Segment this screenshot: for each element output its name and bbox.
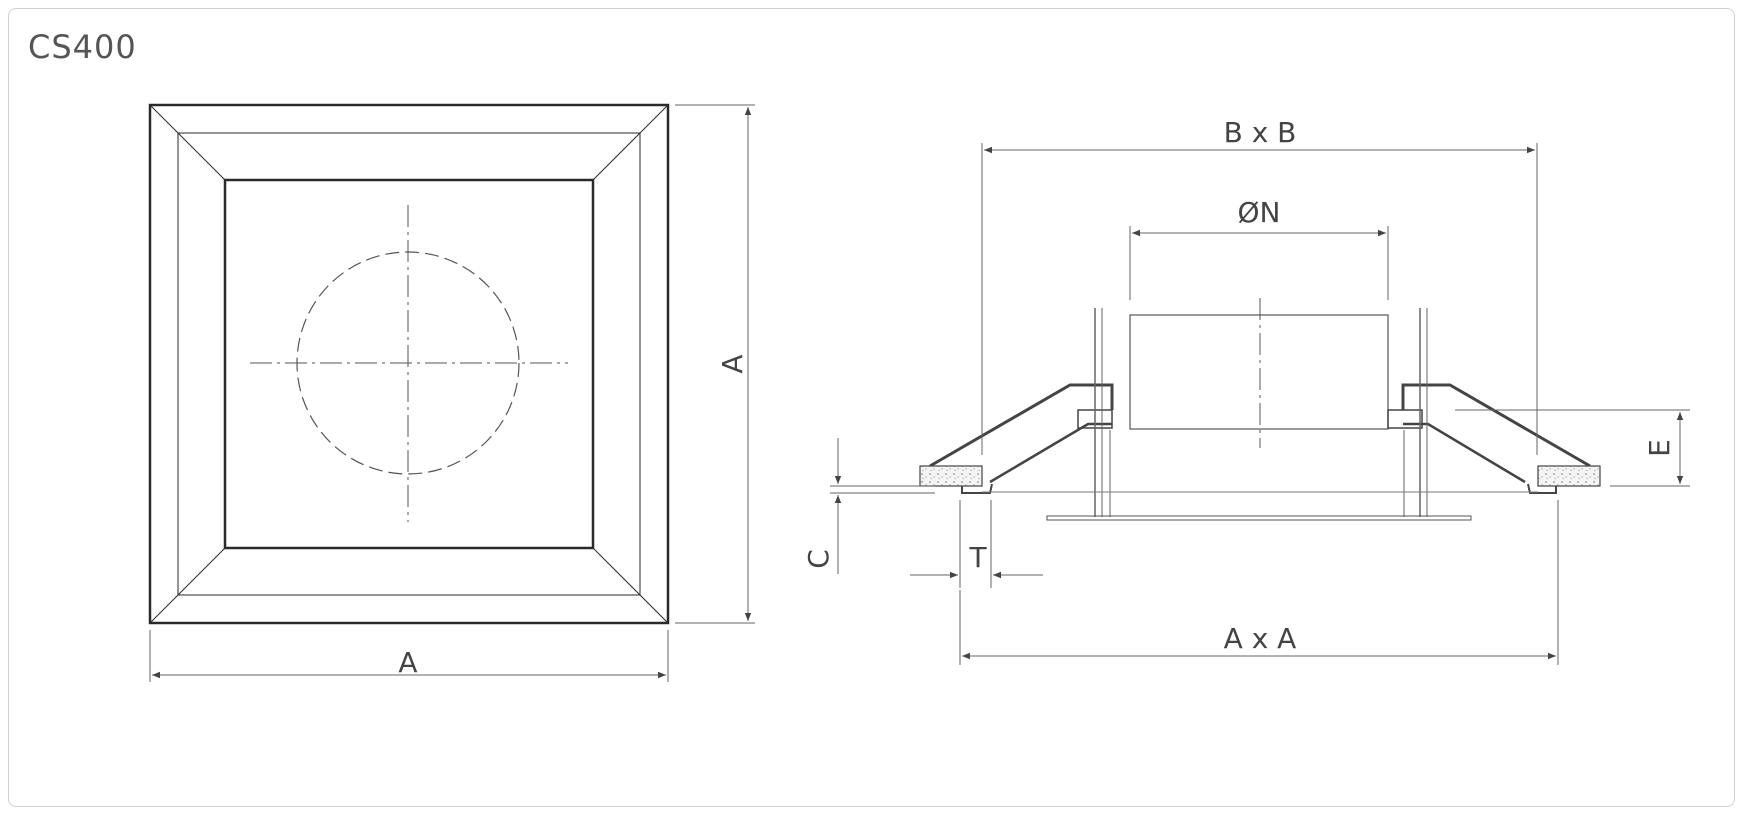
ceiling-tile-right [1537, 465, 1601, 487]
diffuser-cone-right [1403, 422, 1526, 484]
front-width-label: A [398, 646, 417, 679]
section-neck-label: ØN [1238, 196, 1281, 229]
flange-left [961, 483, 993, 494]
outer-frame [148, 103, 670, 625]
corner-line [592, 547, 669, 624]
diffuser-shell-left [929, 383, 1114, 468]
section-height-label: E [1643, 439, 1676, 457]
flange-right [1527, 483, 1557, 494]
section-flange-label: T [968, 541, 987, 574]
corner-line [149, 104, 226, 181]
front-height-label: A [716, 354, 749, 373]
front-view [148, 103, 670, 625]
neck [1129, 314, 1389, 430]
ceiling-tile-left [919, 465, 983, 487]
section-view [919, 298, 1601, 521]
bottom-plate [1046, 515, 1472, 521]
section-ceiling-label: C [802, 549, 835, 569]
section-top-label: B x B [1224, 116, 1297, 149]
corner-line [592, 104, 669, 181]
inner-face [223, 178, 595, 550]
clamp-right [1387, 409, 1423, 429]
section-bottom-label: A x A [1224, 622, 1297, 655]
front-dimensions [149, 104, 755, 682]
corner-line [149, 547, 226, 624]
product-title: CS400 [28, 28, 137, 66]
section-dimensions [830, 143, 1690, 665]
bevel-frame [177, 132, 641, 596]
diffuser-cone-left [989, 422, 1112, 484]
